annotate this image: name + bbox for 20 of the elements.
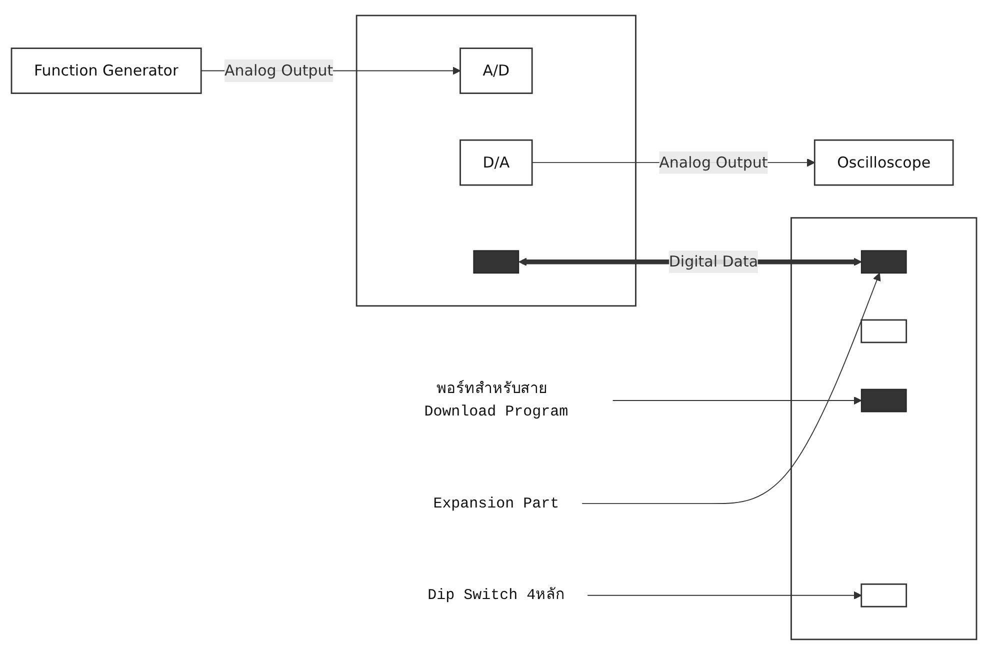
node-bar bbox=[472, 250, 519, 274]
arrow bbox=[580, 272, 880, 504]
node-box: Function Generator bbox=[10, 47, 202, 94]
node-box: D/A bbox=[459, 138, 532, 186]
node-text: พอร์ทสำหรับสาย Download Program bbox=[424, 380, 568, 420]
arrow bbox=[611, 396, 862, 404]
node-text: Expansion Part bbox=[432, 494, 559, 512]
edge-label: Digital Data bbox=[668, 252, 758, 270]
node-box: A/D bbox=[459, 47, 532, 94]
arrow bbox=[586, 590, 862, 600]
node-box bbox=[860, 582, 907, 607]
cluster bbox=[355, 14, 636, 306]
edge-label: Analog Output bbox=[658, 152, 768, 171]
node-bar bbox=[860, 388, 906, 412]
cluster bbox=[790, 216, 977, 640]
edge-label: Analog Output bbox=[224, 60, 333, 79]
node-bar bbox=[860, 250, 906, 274]
node-box: Oscilloscope bbox=[813, 138, 954, 186]
node-text: Dip Switch 4หลัก bbox=[427, 586, 564, 604]
node-box bbox=[860, 318, 907, 343]
